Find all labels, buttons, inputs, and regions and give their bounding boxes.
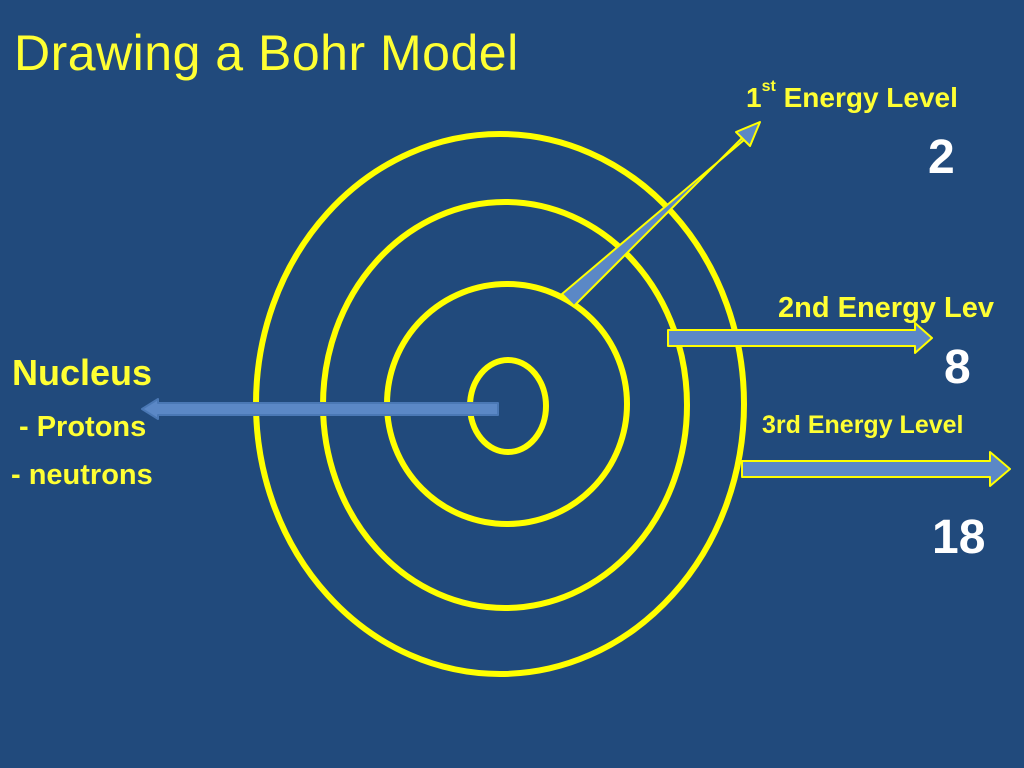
level-1-text: Energy Level [775,82,958,113]
level-1-capacity: 2 [928,131,955,184]
page-title: Drawing a Bohr Model [14,25,519,81]
level-3-label: 3rd Energy Level [762,411,964,439]
arrow-nucleus [141,398,499,420]
arrow-level-2 [667,322,933,354]
arrow-level-1 [561,121,761,307]
nucleus-label: Nucleus [12,352,153,393]
level-2-capacity: 8 [944,341,971,394]
level-1-label: 1st Energy Level [746,78,958,114]
level-1-number: 1 [746,82,762,113]
arrow-level-3 [741,451,1011,487]
nucleus-item-protons: - Protons [19,411,147,443]
level-2-label: 2nd Energy Lev [778,292,994,324]
nucleus-item-neutrons: - neutrons [11,459,153,491]
level-1-suffix: st [761,78,776,95]
level-3-capacity: 18 [932,511,986,564]
